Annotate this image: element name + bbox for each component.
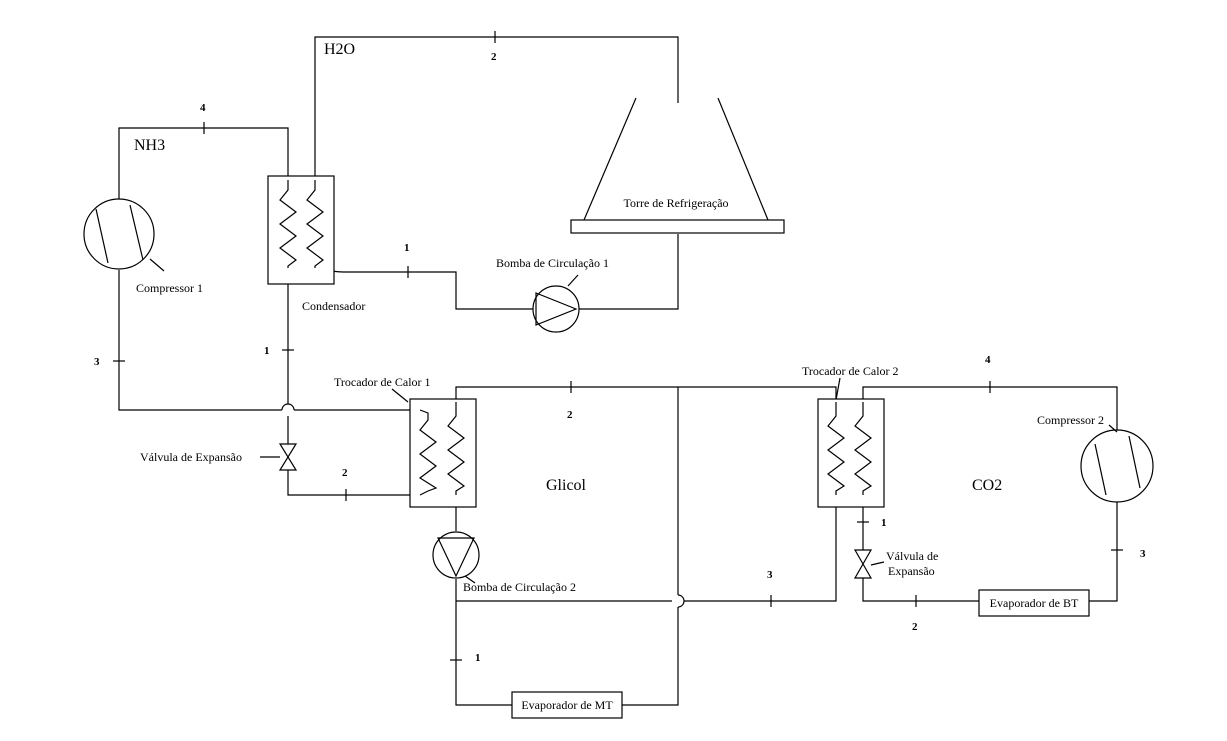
compressor-2-label: Compressor 2 xyxy=(1037,413,1104,427)
point-h2o-cond-out: 1 xyxy=(404,242,410,254)
point-glicol-return: 3 xyxy=(767,569,773,581)
expansion-valve-2-label-line1: Válvula de xyxy=(886,549,938,563)
point-glicol-mt-in: 1 xyxy=(475,652,481,664)
point-nh3-valve-out: 2 xyxy=(342,467,348,479)
point-glicol-top: 2 xyxy=(567,409,573,421)
co2-pipe-valve-out xyxy=(862,578,979,602)
condenser-coil-left xyxy=(279,180,297,268)
co2-pipe-right xyxy=(1089,500,1118,602)
point-co2-valve-out: 2 xyxy=(912,621,918,633)
heat-exchanger-2: Trocador de Calor 2 xyxy=(802,364,899,508)
cooling-tower: Torre de Refrigeração xyxy=(570,97,785,234)
expansion-valve-1-label: Válvula de Expansão xyxy=(140,450,242,464)
hx1-coil-left xyxy=(418,409,438,496)
cooling-tower-label: Torre de Refrigeração xyxy=(623,196,728,210)
glicol-pipe-return-right xyxy=(684,495,837,602)
evaporator-bt-label: Evaporador de BT xyxy=(990,596,1079,610)
glicol-pipe-pump-down xyxy=(455,579,512,706)
compressor-1: Compressor 1 xyxy=(83,198,203,295)
nh3-pipe-to-hx1 xyxy=(294,409,429,414)
evaporator-mt: Evaporador de MT xyxy=(511,691,623,719)
point-nh3-cond-out: 1 xyxy=(264,345,270,357)
evaporator-mt-label: Evaporador de MT xyxy=(521,698,613,712)
point-h2o-top: 2 xyxy=(491,51,497,63)
fluid-label-co2: CO2 xyxy=(972,477,1002,494)
expansion-valve-2: Válvula de Expansão xyxy=(853,549,938,579)
nh3-crossover xyxy=(281,403,295,411)
h2o-pipe-tower-down xyxy=(576,234,679,310)
hx2-coil-right xyxy=(854,402,873,495)
point-co2-hx-out: 1 xyxy=(881,517,887,529)
pump-2: Bomba de Circulação 2 xyxy=(432,531,576,594)
heat-exchanger-1-label: Trocador de Calor 1 xyxy=(334,375,431,389)
compressor-1-label: Compressor 1 xyxy=(136,281,203,295)
condenser: Condensador xyxy=(267,175,365,313)
expansion-valve-1: Válvula de Expansão xyxy=(140,443,298,471)
fluid-label-h2o: H2O xyxy=(324,41,355,58)
point-co2-top: 4 xyxy=(985,354,991,366)
point-co2-right: 3 xyxy=(1140,548,1146,560)
condenser-coil-right xyxy=(306,180,324,268)
hx1-coil-right xyxy=(447,402,466,495)
glicol-loop xyxy=(455,386,837,706)
pump-1: Bomba de Circulação 1 xyxy=(496,256,609,333)
fluid-label-glicol: Glicol xyxy=(546,477,587,494)
point-nh3-left: 3 xyxy=(94,356,100,368)
heat-exchanger-2-label: Trocador de Calor 2 xyxy=(802,364,899,378)
evaporator-bt: Evaporador de BT xyxy=(978,589,1090,617)
glicol-crossover xyxy=(677,594,685,608)
heat-exchanger-1: Trocador de Calor 1 xyxy=(334,375,477,508)
expansion-valve-2-label-line2: Expansão xyxy=(888,564,935,578)
pump-1-label: Bomba de Circulação 1 xyxy=(496,256,609,270)
pump-2-label: Bomba de Circulação 2 xyxy=(463,580,576,594)
condenser-label: Condensador xyxy=(302,299,365,313)
state-points: 2 4 1 1 3 2 2 1 3 4 3 1 2 xyxy=(94,31,1146,664)
hx2-coil-left xyxy=(827,402,846,495)
compressor-2: Compressor 2 xyxy=(1037,413,1154,503)
nh3-pipe-left xyxy=(118,270,282,411)
glicol-pipe-top xyxy=(455,386,837,402)
fluid-label-nh3: NH3 xyxy=(134,137,165,154)
point-nh3-top: 4 xyxy=(200,102,206,114)
glicol-pipe-middle-low xyxy=(622,607,679,706)
h2o-pipe-top xyxy=(314,36,679,262)
